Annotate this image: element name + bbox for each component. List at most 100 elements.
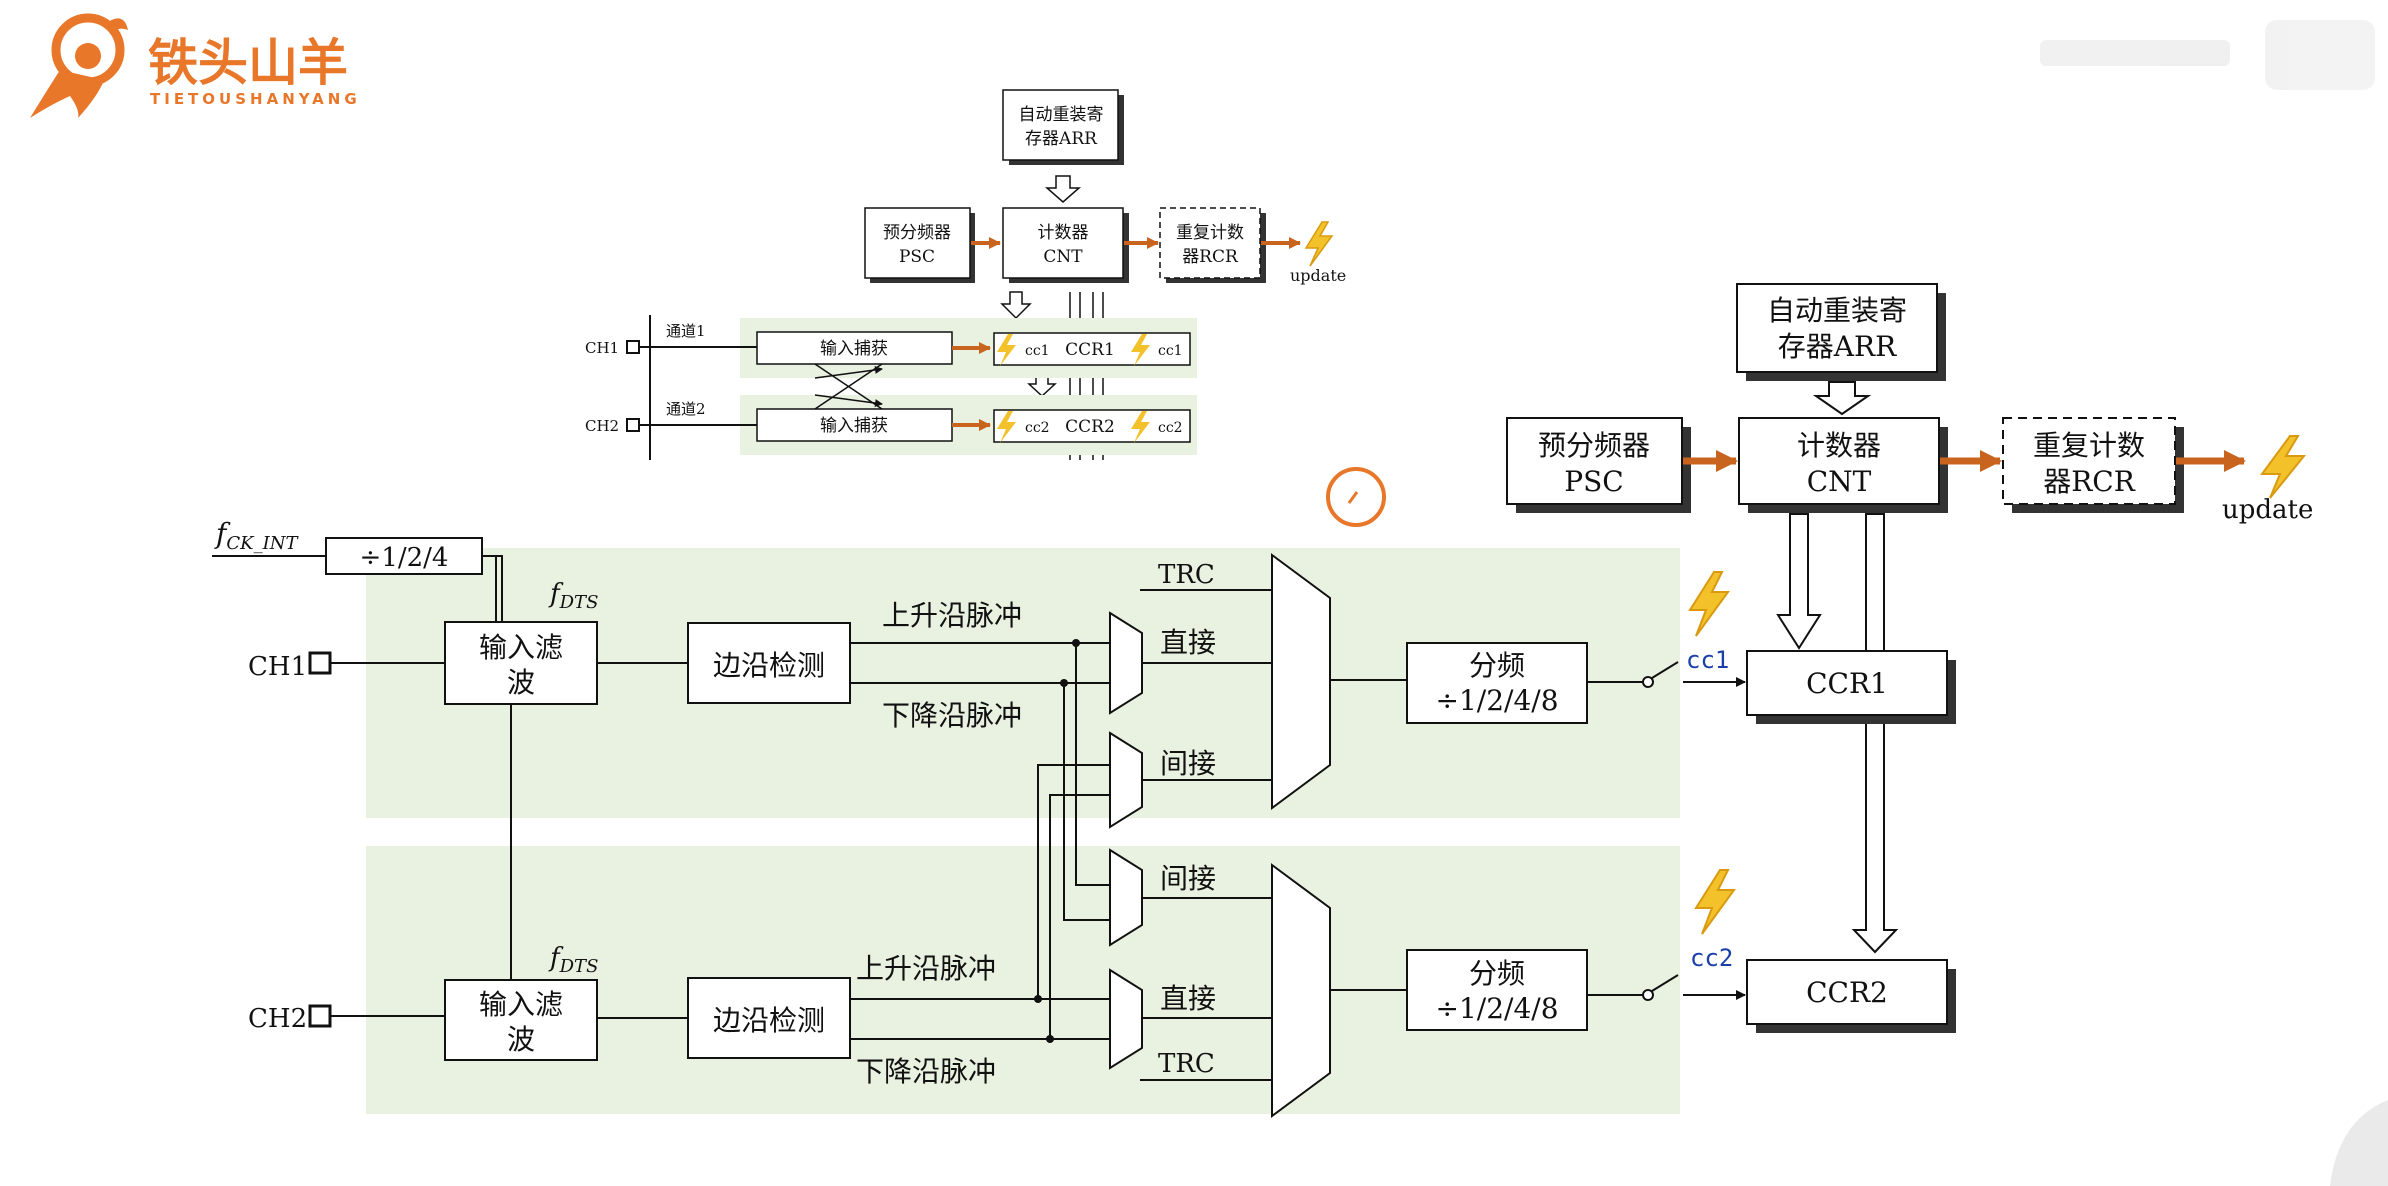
input-capture-diagram: fCK_INT ÷1/2/4 fDTS CH1 输入滤 波 边沿检测 上升沿脉冲… bbox=[212, 517, 1746, 1118]
psc-line1: 预分频器 bbox=[1538, 429, 1650, 462]
small-capture2-label: 输入捕获 bbox=[820, 416, 888, 436]
video-watermark bbox=[2040, 20, 2375, 90]
ch1-label: CH1 bbox=[248, 652, 307, 682]
ccr2-label: CCR2 bbox=[1806, 976, 1888, 1009]
edge-detect2-box bbox=[687, 977, 851, 1059]
arr-down-arrow bbox=[1812, 381, 1872, 416]
rcr-line2: 器RCR bbox=[2043, 465, 2136, 498]
small-arr-down-arrow bbox=[1045, 175, 1081, 203]
filter1-line2: 波 bbox=[507, 666, 535, 699]
small-capture2-box bbox=[756, 408, 953, 442]
ckd-divider-box bbox=[325, 537, 483, 575]
ch2-label: CH2 bbox=[248, 1004, 307, 1034]
scroll-corner-icon bbox=[2330, 1100, 2388, 1186]
timer-overview-large: 自动重装寄 存器ARR 预分频器 PSC 计数器 CNT 重复计数 器RCR bbox=[1506, 283, 2313, 1033]
small-cc2-bolt-icon bbox=[997, 411, 1016, 443]
direct1-label: 直接 bbox=[1160, 626, 1216, 659]
arr-line1: 自动重装寄 bbox=[1767, 294, 1907, 327]
brand-subtitle: TIETOUSHANYANG bbox=[150, 90, 361, 108]
edge-mux-1a bbox=[1109, 611, 1143, 715]
small-rcr-line2: 器RCR bbox=[1182, 247, 1239, 267]
goat-mascot-icon bbox=[30, 13, 128, 118]
small-rcr-block: 重复计数 器RCR bbox=[1159, 207, 1266, 283]
small-cnt-line1: 计数器 bbox=[1038, 223, 1089, 243]
small-cc2-label: cc2 bbox=[1025, 420, 1050, 436]
trc1-label: TRC bbox=[1158, 560, 1215, 590]
small-cc1-bolt-icon-2 bbox=[1131, 334, 1150, 366]
brand-logo: 铁头山羊 TIETOUSHANYANG bbox=[30, 13, 361, 118]
cnt-line1: 计数器 bbox=[1797, 429, 1881, 462]
small-cc1-label: cc1 bbox=[1025, 343, 1050, 359]
small-capture1-label: 输入捕获 bbox=[820, 339, 888, 359]
small-ccr1-box bbox=[993, 332, 1191, 366]
edge-mux-2b bbox=[1109, 968, 1143, 1070]
cc2-bolt-icon bbox=[1694, 869, 1736, 935]
small-ch1-label: CH1 bbox=[585, 339, 619, 357]
ch2-pin bbox=[308, 1004, 332, 1028]
brand-title: 铁头山羊 bbox=[148, 34, 348, 92]
small-arr-block: 自动重装寄 存器ARR bbox=[1002, 89, 1124, 165]
small-cc2-label-2: cc2 bbox=[1158, 420, 1183, 436]
filter1-line1: 输入滤 bbox=[479, 631, 563, 664]
ckd-divider-label: ÷1/2/4 bbox=[360, 543, 449, 573]
arr-line2: 存器ARR bbox=[1778, 330, 1897, 363]
rcr-line1: 重复计数 bbox=[2033, 429, 2145, 462]
small-psc-line1: 预分频器 bbox=[883, 223, 951, 243]
small-update-bolt-icon bbox=[1304, 221, 1334, 267]
indirect1-label: 间接 bbox=[1160, 747, 1216, 780]
small-cc1-bolt-icon bbox=[997, 334, 1016, 366]
arr-block: 自动重装寄 存器ARR bbox=[1736, 283, 1946, 381]
small-cnt-block: 计数器 CNT bbox=[1002, 207, 1129, 283]
rcr-block: 重复计数 器RCR bbox=[2002, 417, 2184, 513]
small-update-label: update bbox=[1290, 266, 1346, 285]
timer-overview-small: 自动重装寄 存器ARR 预分频器 PSC 计数器 CNT 重复计数 器RCR bbox=[585, 89, 1346, 460]
small-psc-block: 预分频器 PSC bbox=[864, 207, 975, 283]
filter2-line2: 波 bbox=[507, 1023, 535, 1056]
indirect2-label: 间接 bbox=[1160, 862, 1216, 895]
small-arr-line2: 存器ARR bbox=[1025, 129, 1098, 149]
small-ccr2-label: CCR2 bbox=[1065, 417, 1115, 437]
prescaler1-line1: 分频 bbox=[1469, 649, 1525, 682]
small-cc2-bolt-icon-2 bbox=[1131, 411, 1150, 443]
small-chan2-label: 通道2 bbox=[666, 400, 706, 418]
ccr1-block: CCR1 bbox=[1746, 650, 1956, 724]
ic-select-mux-1 bbox=[1271, 553, 1331, 810]
ch1-pin bbox=[308, 651, 332, 675]
small-rcr-line1: 重复计数 bbox=[1176, 223, 1244, 243]
falling1-label: 下降沿脉冲 bbox=[882, 699, 1022, 732]
ccr1-to-ccr2-arrow bbox=[1851, 715, 1899, 954]
rising2-label: 上升沿脉冲 bbox=[856, 952, 996, 985]
trc2-label: TRC bbox=[1158, 1049, 1215, 1079]
edge-detect1-box bbox=[687, 622, 851, 704]
prescaler1-box bbox=[1406, 642, 1588, 724]
small-chan1-label: 通道1 bbox=[666, 322, 706, 340]
pointer-cursor-icon bbox=[1326, 467, 1386, 527]
prescaler2-line2: ÷1/2/4/8 bbox=[1435, 992, 1558, 1025]
edge-mux-2a bbox=[1109, 848, 1143, 947]
small-capture1-box bbox=[756, 331, 953, 365]
cc2-label: cc2 bbox=[1690, 944, 1733, 972]
cnt-to-ccr1-arrow bbox=[1776, 513, 1822, 650]
cnt-block: 计数器 CNT bbox=[1738, 417, 1948, 513]
edge-detect2-label: 边沿检测 bbox=[713, 1004, 825, 1037]
ic-select-mux-2 bbox=[1271, 863, 1331, 1118]
ccr1-label: CCR1 bbox=[1806, 667, 1888, 700]
small-cnt-line2: CNT bbox=[1043, 247, 1083, 267]
prescaler1-line2: ÷1/2/4/8 bbox=[1435, 684, 1558, 717]
filter2-box bbox=[444, 979, 598, 1061]
small-cc1-label-2: cc1 bbox=[1158, 343, 1183, 359]
filter2-line1: 输入滤 bbox=[479, 988, 563, 1021]
prescaler2-box bbox=[1406, 949, 1588, 1031]
cc1-bolt-icon bbox=[1688, 571, 1730, 637]
cc1-label: cc1 bbox=[1686, 646, 1729, 674]
direct2-label: 直接 bbox=[1160, 982, 1216, 1015]
small-ccr2-box bbox=[993, 409, 1191, 443]
small-ch2-pin bbox=[626, 418, 640, 432]
small-arr-line1: 自动重装寄 bbox=[1019, 105, 1104, 125]
ccr2-block: CCR2 bbox=[1746, 959, 1956, 1033]
small-ch2-label: CH2 bbox=[585, 417, 619, 435]
update-bolt-icon bbox=[2260, 435, 2307, 499]
falling2-label: 下降沿脉冲 bbox=[856, 1055, 996, 1088]
cnt-line2: CNT bbox=[1807, 465, 1872, 498]
psc-line2: PSC bbox=[1564, 465, 1623, 498]
